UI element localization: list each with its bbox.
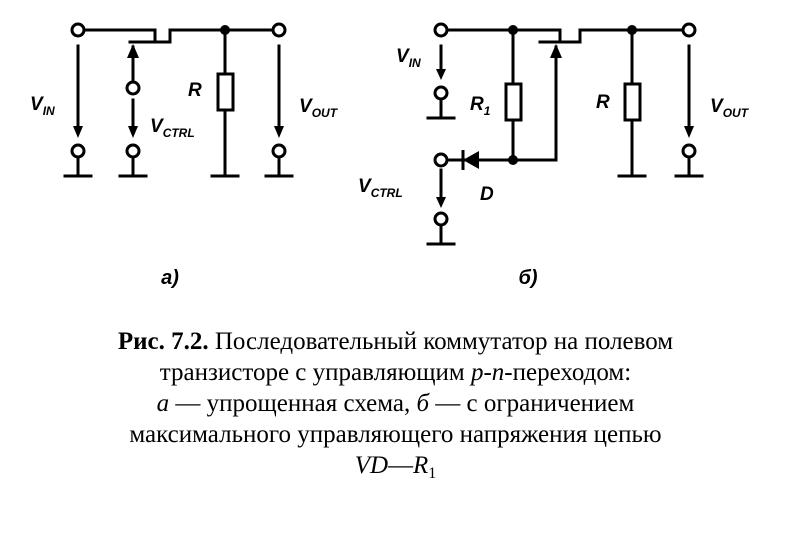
panel-label-b: б) bbox=[518, 267, 537, 289]
caption-text: -переходом: bbox=[504, 359, 632, 386]
caption-line-4: максимального управляющего напряжения це… bbox=[129, 421, 662, 448]
resistor-r-a bbox=[216, 72, 235, 112]
label-r1-b: R1 bbox=[470, 94, 491, 118]
label-vout-a: VOUT bbox=[299, 96, 339, 120]
caption-line-3: а — упрощенная схема, б — с ограничением bbox=[0, 388, 791, 419]
schematic-b-wires bbox=[426, 28, 704, 246]
caption-text: Последовательный коммутатор на полевом bbox=[214, 328, 674, 355]
caption-r-sub: 1 bbox=[428, 465, 437, 482]
label-r-b: R bbox=[596, 92, 610, 113]
label-r-a: R bbox=[188, 80, 202, 101]
caption-r: R bbox=[413, 452, 429, 479]
junction-dot bbox=[508, 25, 518, 35]
junction-dot bbox=[220, 25, 230, 35]
caption-line-5: VD—R1 bbox=[0, 450, 791, 482]
label-d-b: D bbox=[480, 184, 494, 205]
caption-vd: VD bbox=[354, 452, 389, 479]
arrowhead bbox=[128, 126, 138, 138]
caption-letter-a: а bbox=[156, 390, 170, 417]
caption-dash: — bbox=[388, 452, 414, 479]
label-vin-b: VIN bbox=[396, 46, 421, 70]
caption-pn: p-n bbox=[470, 359, 505, 386]
jfet-gate-arrow-a bbox=[127, 44, 139, 58]
caption-text: — с ограничением bbox=[429, 390, 635, 417]
jfet-gate-arrow-b bbox=[550, 44, 562, 58]
terminals-b bbox=[433, 22, 697, 227]
diode-d bbox=[463, 151, 479, 169]
caption-line-2: транзисторе с управляющим p-n-переходом: bbox=[0, 357, 791, 388]
figure-caption: Рис. 7.2. Последовательный коммутатор на… bbox=[0, 326, 791, 482]
resistor-r-b bbox=[623, 82, 642, 122]
arrowhead bbox=[274, 126, 284, 138]
figure-number: Рис. 7.2. bbox=[117, 328, 209, 355]
arrowhead bbox=[684, 126, 694, 138]
junction-dot bbox=[627, 25, 637, 35]
label-vin-a: VIN bbox=[30, 94, 55, 118]
arrowhead bbox=[436, 69, 446, 80]
caption-text: транзисторе с управляющим bbox=[159, 359, 471, 386]
label-vout-b: VOUT bbox=[710, 96, 750, 120]
resistor-r1-b bbox=[504, 82, 523, 122]
label-vctrl-a: VCTRL bbox=[150, 116, 195, 140]
arrowhead bbox=[436, 197, 446, 208]
junction-dot bbox=[508, 155, 518, 165]
caption-line-1: Рис. 7.2. Последовательный коммутатор на… bbox=[0, 326, 791, 357]
caption-letter-b: б bbox=[416, 390, 430, 417]
panel-label-a: а) bbox=[161, 267, 179, 289]
terminals-a bbox=[70, 22, 287, 159]
schematic-a-wires bbox=[63, 28, 294, 178]
caption-text: — упрощенная схема, bbox=[169, 390, 417, 417]
label-vctrl-b: VCTRL bbox=[358, 176, 403, 200]
arrowhead bbox=[73, 126, 83, 138]
